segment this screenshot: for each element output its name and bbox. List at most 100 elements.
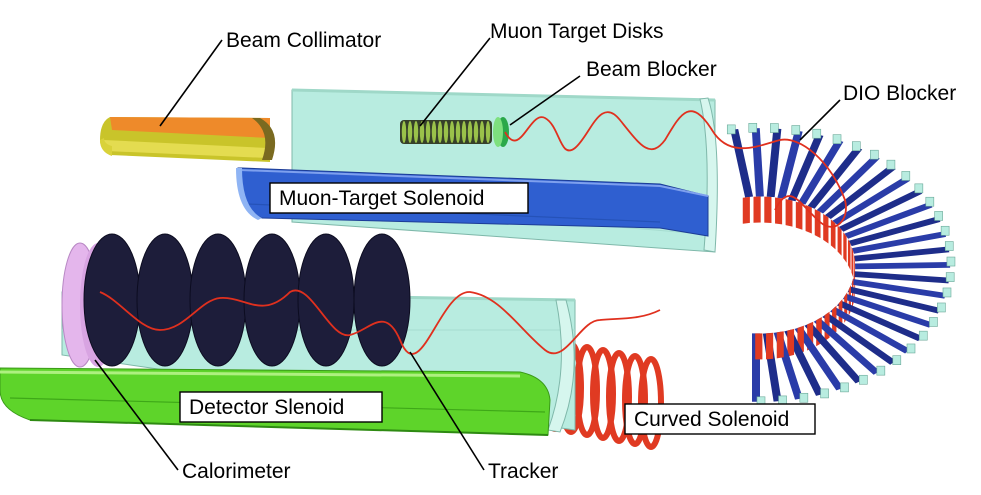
leader-dio-blocker [799, 99, 841, 141]
curved-coil-blade [822, 312, 896, 365]
curved-coil-edge [775, 197, 783, 225]
curved-coil-cap [870, 149, 879, 160]
curved-coil-edge [847, 239, 851, 270]
curved-coil-blade [813, 318, 880, 375]
curved-coil-edge [795, 201, 803, 230]
curved-coil-cap [876, 365, 886, 376]
target-disk [425, 121, 431, 143]
label-muon-target-solenoid: Muon-Target Solenoid [279, 187, 484, 210]
curved-coil-blade [824, 165, 896, 220]
target-disk [461, 121, 467, 143]
curved-coil-edge [814, 209, 821, 239]
curved-coil-blade [848, 216, 941, 247]
curved-coil-cap [925, 196, 935, 207]
curved-coil-loop [574, 344, 600, 438]
label-box-curved-solenoid: Curved Solenoid [624, 403, 816, 435]
curved-coil-cap [937, 302, 946, 313]
curved-coil-edge [785, 199, 793, 227]
curved-coil-blade [751, 128, 764, 197]
leader-tracker [409, 351, 485, 471]
curved-coil-cap [918, 330, 928, 341]
curved-coil-edge [742, 196, 750, 224]
curved-coil-loop [622, 353, 648, 447]
target-disk-stripes [401, 121, 491, 143]
curved-coil-cap [914, 183, 924, 194]
curved-coil-cap [942, 287, 952, 298]
curved-coil-blade [730, 128, 754, 198]
curved-coil-blade [847, 286, 941, 314]
tracker-disk [353, 233, 411, 367]
curved-coil-blade [784, 329, 824, 396]
muon-target-solenoid [236, 88, 718, 253]
target-disk [437, 121, 443, 143]
curved-coil-loop [606, 350, 632, 444]
target-disk [455, 121, 461, 143]
label-muon-target-disks: Muon Target Disks [490, 20, 664, 43]
curved-coil-cap [892, 355, 902, 365]
curved-coil-cap [886, 159, 896, 170]
curved-coil-cap [946, 256, 956, 267]
curved-coil-edge [843, 232, 847, 263]
tracker-disk [243, 233, 301, 367]
label-beam-collimator: Beam Collimator [226, 29, 381, 52]
curved-coil-cap [791, 125, 801, 135]
curved-coil-loop [590, 347, 616, 441]
target-disk [449, 121, 455, 143]
curved-coil-edge [851, 246, 854, 278]
curved-coil-edge [823, 213, 829, 244]
target-disk [473, 121, 479, 143]
target-disk [443, 121, 449, 143]
label-curved-solenoid: Curved Solenoid [634, 408, 789, 431]
target-disk [401, 121, 407, 143]
curved-coil-edge [837, 225, 842, 256]
target-disk [407, 121, 413, 143]
curved-coil-cap [820, 388, 829, 399]
curved-coil-cap [940, 225, 950, 236]
curved-coil-cap [859, 374, 868, 385]
detector-track-line [99, 289, 661, 355]
curved-coil-cap [944, 241, 954, 251]
curved-coil-edge [764, 196, 772, 224]
target-disk [413, 121, 419, 143]
curved-coil-edge [787, 328, 795, 357]
curved-coil-cap [901, 171, 911, 181]
curved-coil-blade [766, 128, 782, 198]
tracker-disk [297, 233, 355, 367]
tracker-disk [136, 233, 194, 367]
curved-coil-blade [832, 176, 910, 226]
curved-coil-blade [794, 326, 844, 391]
curved-coil-cap [799, 392, 809, 403]
label-beam-blocker: Beam Blocker [586, 58, 717, 81]
muon-track-line [504, 110, 847, 228]
leader-lines [94, 37, 841, 471]
curved-coil-cap [934, 211, 943, 221]
curved-coil-edge [766, 332, 774, 360]
curved-coil-edge [854, 269, 855, 301]
beam-collimator [100, 117, 276, 162]
leader-calorimeter [94, 359, 179, 471]
curved-coil-cap [726, 124, 736, 135]
curved-coil-blade [854, 246, 950, 262]
curved-coil-edge [753, 196, 761, 223]
label-detector-solenoid: Detector Slenoid [189, 396, 344, 419]
target-disk [419, 121, 425, 143]
curved-coil-blade [852, 231, 947, 254]
curved-coil-blade [798, 139, 844, 205]
target-disk [485, 121, 491, 143]
curved-coil-cap [812, 128, 822, 139]
leader-muon-target-disks [419, 37, 491, 127]
curved-coil-blade [836, 300, 923, 342]
curved-coil-cap [929, 317, 938, 327]
muon-target-disks [400, 120, 492, 144]
label-box-detector-solenoid: Detector Slenoid [179, 391, 383, 423]
curved-coil-edge [755, 333, 763, 360]
curved-coil-cap [945, 272, 955, 282]
curved-coil-blade [854, 262, 951, 270]
label-dio-blocker: DIO Blocker [843, 82, 956, 105]
curved-coil-blade [830, 306, 911, 354]
curved-coil-blade [851, 278, 946, 299]
label-tracker: Tracker [488, 460, 558, 483]
target-disk [431, 121, 437, 143]
label-calorimeter: Calorimeter [182, 460, 291, 483]
